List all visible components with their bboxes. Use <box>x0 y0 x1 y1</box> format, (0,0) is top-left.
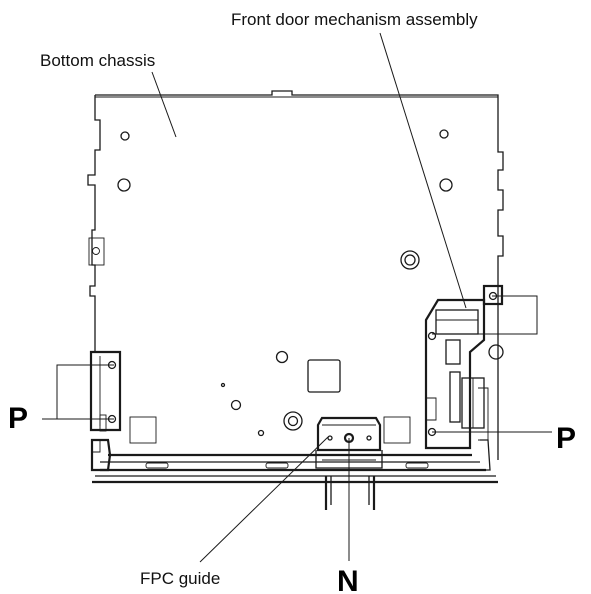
label-fpc-guide: FPC guide <box>140 569 220 588</box>
leader-screw-p-left <box>56 364 114 420</box>
leader-front-door <box>379 32 467 309</box>
leader-fpc-guide <box>199 436 329 563</box>
front-door-mechanism-assembly <box>424 284 504 460</box>
leader-bottom-chassis <box>151 71 177 138</box>
mounting-holes <box>117 129 453 437</box>
label-screw-n: N <box>337 565 359 594</box>
bottom-chassis-plate <box>87 90 504 352</box>
front-rail <box>90 416 498 484</box>
label-screw-p-right: P <box>556 422 576 455</box>
leader-lines <box>42 32 552 563</box>
label-bottom-chassis: Bottom chassis <box>40 51 155 70</box>
fpc-guide <box>315 416 383 510</box>
label-front-door-mechanism-assembly: Front door mechanism assembly <box>231 10 478 29</box>
left-bracket <box>89 350 122 453</box>
label-screw-p-left: P <box>8 402 28 435</box>
